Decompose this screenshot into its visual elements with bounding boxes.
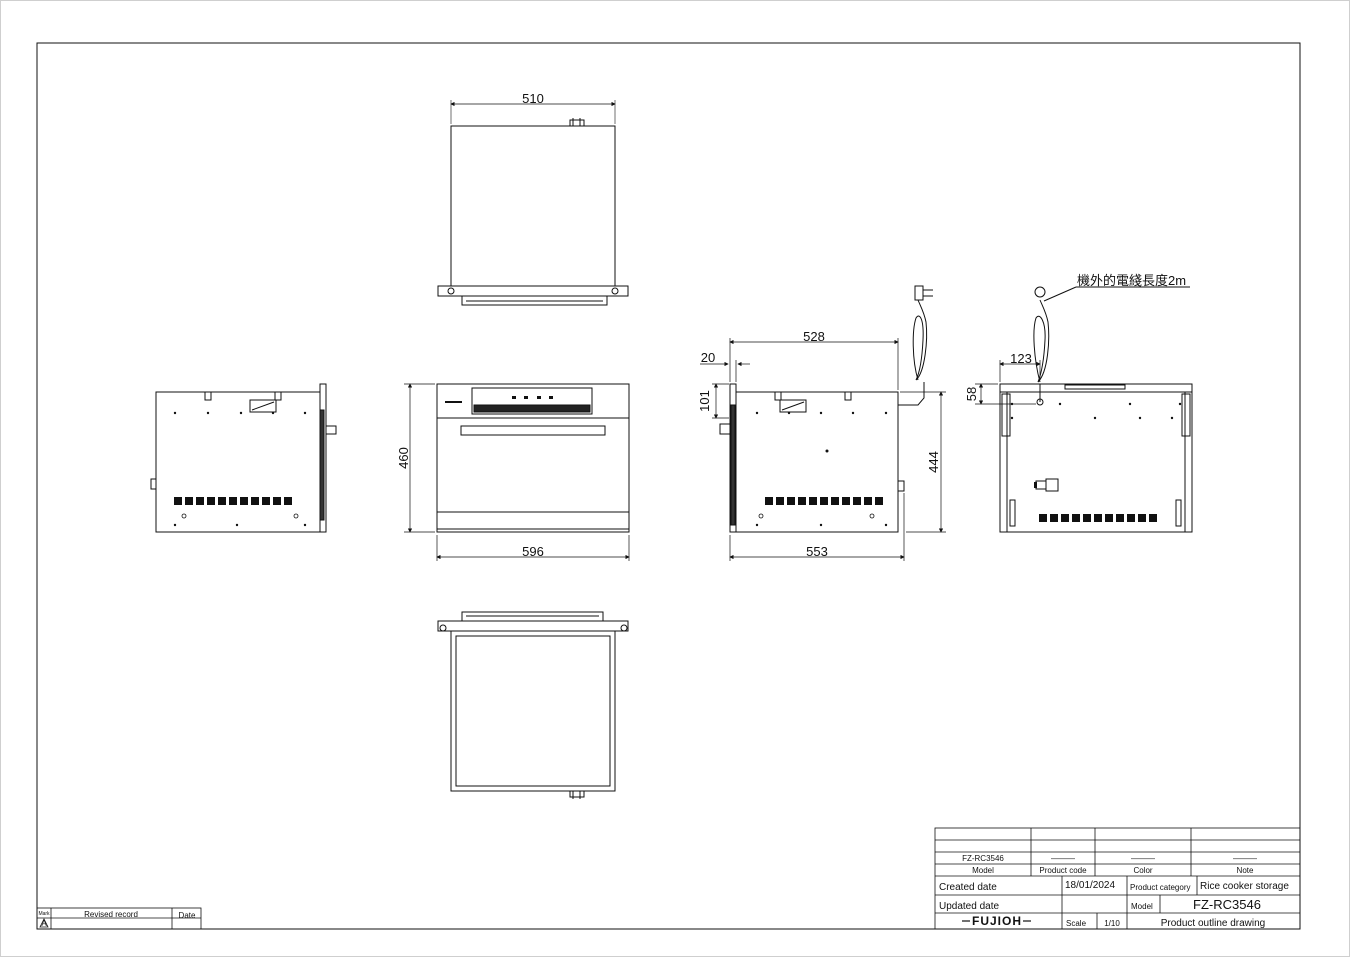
dim-front-width: 596: [522, 544, 544, 559]
title-color-label: Color: [1133, 866, 1152, 875]
dim-rear-58: 58: [964, 387, 979, 401]
rear-view: [999, 286, 1193, 533]
title-note-label: Note: [1237, 866, 1254, 875]
title-model-value: FZ-RC3546: [962, 854, 1004, 863]
bottom-view: [437, 611, 629, 799]
dim-top-width: 510: [522, 91, 544, 106]
brand-logo-text: FUJIOH: [972, 914, 1022, 928]
dim-side-offset: 20: [701, 350, 715, 365]
top-view: [437, 100, 629, 306]
dim-side-depth-top: 528: [803, 329, 825, 344]
dim-front-height: 460: [396, 447, 411, 469]
right-side-vents: [755, 411, 888, 527]
left-side-vents: [173, 411, 307, 527]
title-product-category-label: Product category: [1130, 883, 1190, 892]
title-product-category-value: Rice cooker storage: [1200, 881, 1289, 892]
title-updated-label: Updated date: [939, 901, 999, 912]
title-created-label: Created date: [939, 882, 997, 893]
rear-vents: [1010, 402, 1182, 522]
revision-mark-label: Mark: [38, 911, 50, 917]
title-block: [934, 827, 1301, 930]
title-model-label: Model: [972, 866, 994, 875]
dim-rear-123: 123: [1010, 351, 1032, 366]
drawing-border: [36, 42, 1301, 930]
left-side-view: [150, 383, 337, 533]
title-model2-label: Model: [1131, 902, 1153, 911]
revision-record-label: Revised record: [84, 910, 138, 919]
title-drawing-title: Product outline drawing: [1161, 918, 1266, 929]
title-scale-label: Scale: [1066, 919, 1087, 928]
title-product-code-label: Product code: [1039, 866, 1087, 875]
front-view: [436, 383, 630, 533]
cord-length-note: 機外的電綫長度2m: [1077, 273, 1186, 288]
dim-side-depth-bottom: 553: [806, 544, 828, 559]
revision-block: [36, 907, 202, 930]
title-scale-value: 1/10: [1104, 919, 1120, 928]
title-created-value: 18/01/2024: [1065, 880, 1115, 891]
dim-side-101: 101: [697, 390, 712, 412]
revision-date-label: Date: [179, 911, 196, 920]
title-dash-1: ———: [1051, 854, 1075, 863]
title-dash-3: ———: [1233, 854, 1257, 863]
dim-side-height: 444: [926, 451, 941, 473]
title-dash-2: ———: [1131, 854, 1155, 863]
revision-mark-symbol: A: [41, 919, 47, 928]
title-model2-value: FZ-RC3546: [1193, 897, 1261, 912]
right-side-view: [719, 285, 933, 533]
